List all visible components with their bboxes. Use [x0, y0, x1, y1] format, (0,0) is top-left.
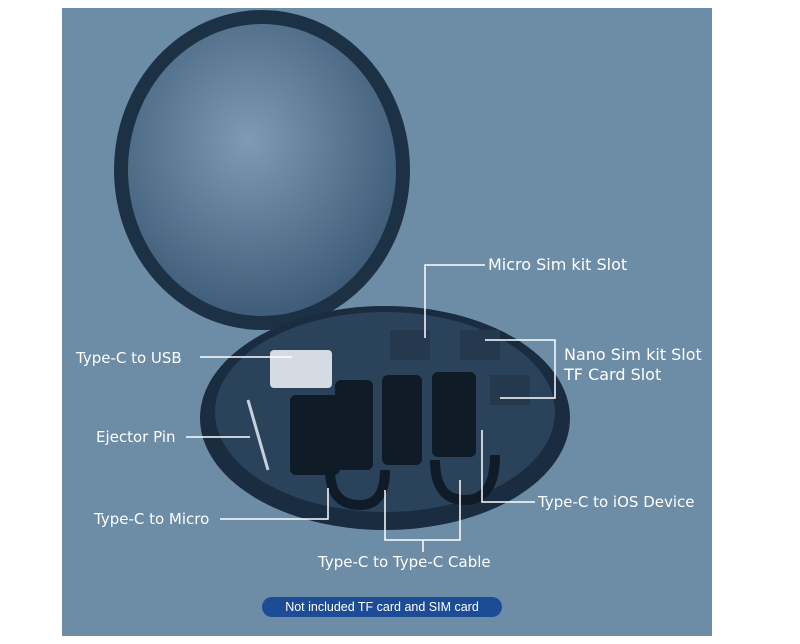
- label-type-c-usb: Type-C to USB: [76, 349, 182, 367]
- label-nano-sim-slot: Nano Sim kit Slot: [564, 345, 702, 364]
- label-type-c-micro: Type-C to Micro: [94, 510, 210, 528]
- case-base: [200, 306, 570, 530]
- case-lid: [114, 10, 410, 330]
- label-tf-card-slot: TF Card Slot: [564, 365, 662, 384]
- label-type-c-ios: Type-C to iOS Device: [538, 493, 695, 511]
- label-micro-sim-slot: Micro Sim kit Slot: [488, 255, 628, 274]
- callout-lines: [186, 264, 556, 552]
- label-type-c-cable: Type-C to Type-C Cable: [318, 553, 491, 571]
- usb-connector: [270, 350, 332, 388]
- not-included-badge: Not included TF card and SIM card: [262, 597, 502, 617]
- label-ejector-pin: Ejector Pin: [96, 428, 176, 446]
- ejector-pin: [246, 399, 270, 471]
